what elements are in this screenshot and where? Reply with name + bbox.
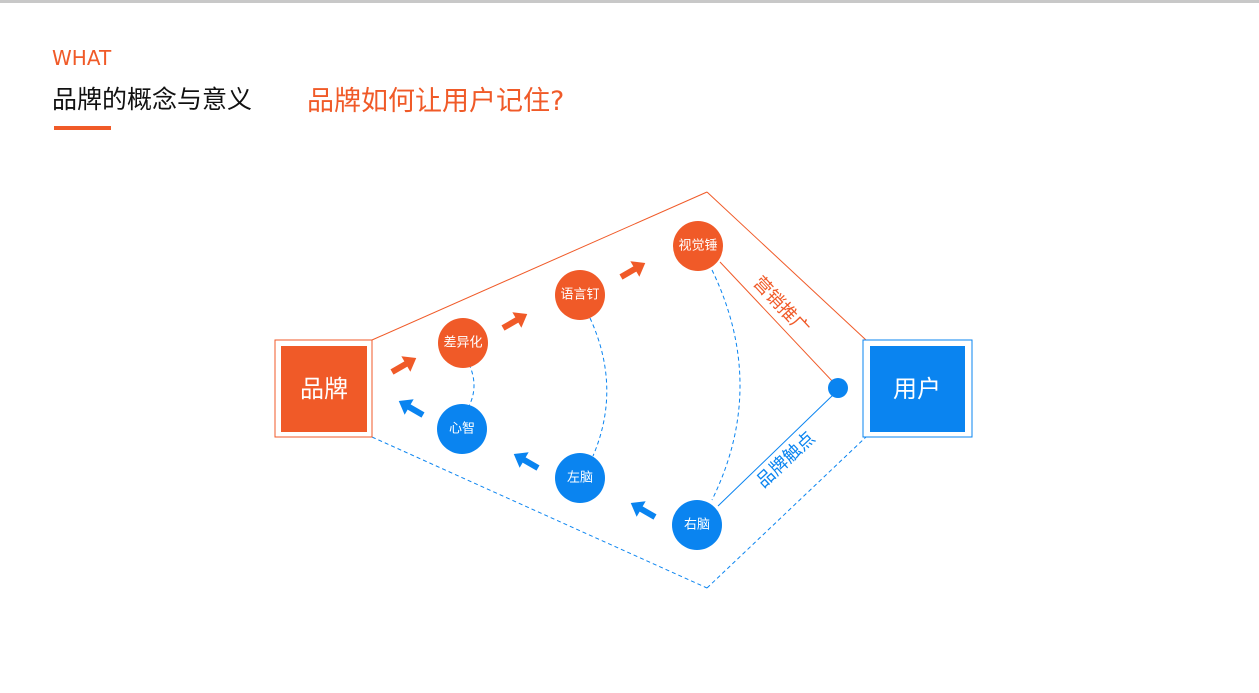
arrow-left-3-icon <box>630 501 657 520</box>
arc-outer <box>711 269 741 501</box>
node-visual-hammer-label: 视觉锤 <box>678 239 717 254</box>
arc-middle <box>589 317 608 457</box>
node-left-brain <box>555 453 605 503</box>
brand-box-label: 品牌 <box>300 375 348 403</box>
arrow-left-1-icon <box>398 399 425 418</box>
user-box-frame <box>862 339 973 438</box>
arrow-left-2-icon <box>513 452 540 471</box>
frame-top-left <box>371 191 708 341</box>
node-differentiation <box>438 318 488 368</box>
top-border <box>0 0 1259 3</box>
page-question: 品牌如何让用户记住? <box>307 86 565 117</box>
section-title: 品牌的概念与意义 <box>52 85 253 114</box>
brand-box-frame <box>274 339 373 438</box>
arrow-right-1-icon <box>390 356 417 375</box>
node-right-brain-label: 右脑 <box>684 518 710 533</box>
frame-top-right <box>706 191 867 341</box>
frame-bottom-right <box>706 436 867 589</box>
arc-inner <box>468 363 475 407</box>
section-kicker: WHAT <box>52 46 112 70</box>
arrow-right-3-icon <box>619 261 646 280</box>
node-visual-hammer <box>673 221 723 271</box>
title-underline <box>54 126 111 130</box>
node-verbal-nail-label: 语言钉 <box>560 288 599 303</box>
brand-box <box>281 346 367 432</box>
node-left-brain-label: 左脑 <box>567 471 593 486</box>
marketing-line <box>719 261 835 384</box>
node-differentiation-label: 差异化 <box>443 336 482 351</box>
node-right-brain <box>672 500 722 550</box>
node-verbal-nail <box>555 270 605 320</box>
node-mind-label: 心智 <box>449 422 475 437</box>
node-mind <box>437 404 487 454</box>
user-box-label: 用户 <box>893 375 941 403</box>
touchpoint-line <box>717 393 835 507</box>
arrow-right-2-icon <box>501 312 528 331</box>
user-box <box>870 346 965 432</box>
touchpoint-label: 品牌触点 <box>753 428 820 492</box>
user-touch-dot <box>828 378 848 398</box>
frame-bottom-left <box>371 436 708 589</box>
